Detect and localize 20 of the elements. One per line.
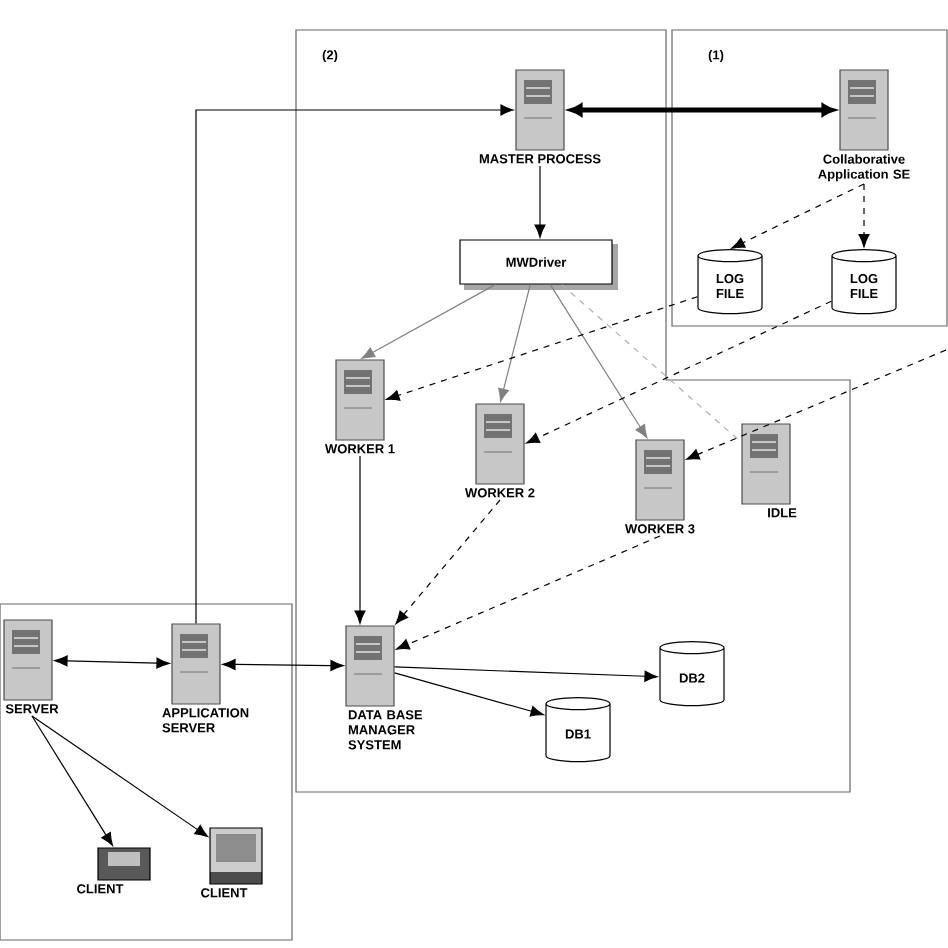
arrow — [526, 300, 832, 444]
arrow — [361, 284, 496, 359]
arrow — [498, 284, 531, 402]
arrow — [222, 658, 344, 672]
arrow — [396, 535, 661, 650]
arrow — [354, 455, 366, 624]
arrow — [54, 655, 170, 669]
arrow — [569, 103, 835, 117]
arrow — [386, 296, 698, 401]
arrow — [31, 715, 114, 847]
arrow — [686, 349, 947, 460]
arrow — [394, 666, 658, 682]
arrow — [858, 183, 870, 248]
arrow — [534, 165, 546, 238]
arrow — [394, 672, 544, 717]
arrow — [395, 499, 501, 625]
arrow — [31, 715, 209, 838]
arrow — [731, 183, 865, 249]
arrow — [549, 284, 648, 439]
arrow — [195, 104, 514, 624]
